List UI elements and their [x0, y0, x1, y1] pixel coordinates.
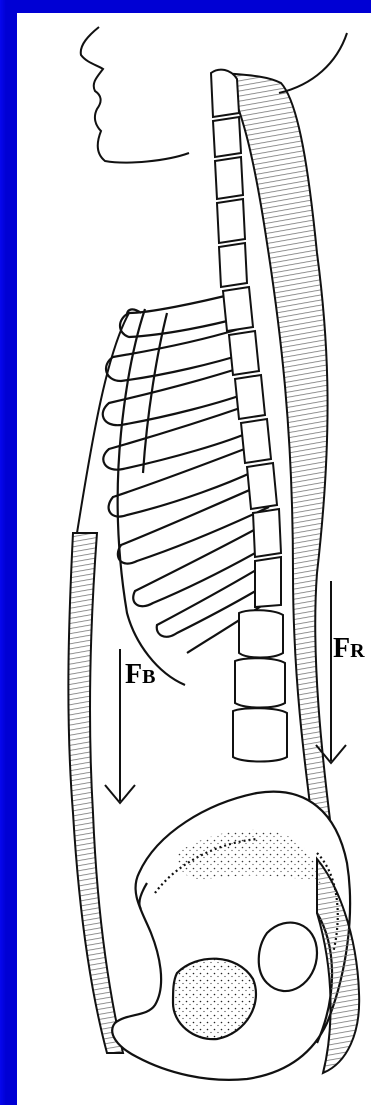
force-label-front-main: F: [125, 659, 142, 690]
force-label-back: FR: [333, 635, 365, 663]
anatomy-figure-panel: FB FR: [17, 13, 371, 1105]
abdominal-muscle-strap: [68, 533, 123, 1053]
force-label-back-main: F: [333, 633, 350, 664]
force-label-front-sub: B: [142, 666, 155, 688]
force-label-front: FB: [125, 661, 155, 689]
jaw-line: [279, 33, 347, 93]
spine-anatomy-illustration: [17, 13, 371, 1105]
face-profile: [81, 27, 189, 163]
force-label-back-sub: R: [350, 640, 364, 662]
